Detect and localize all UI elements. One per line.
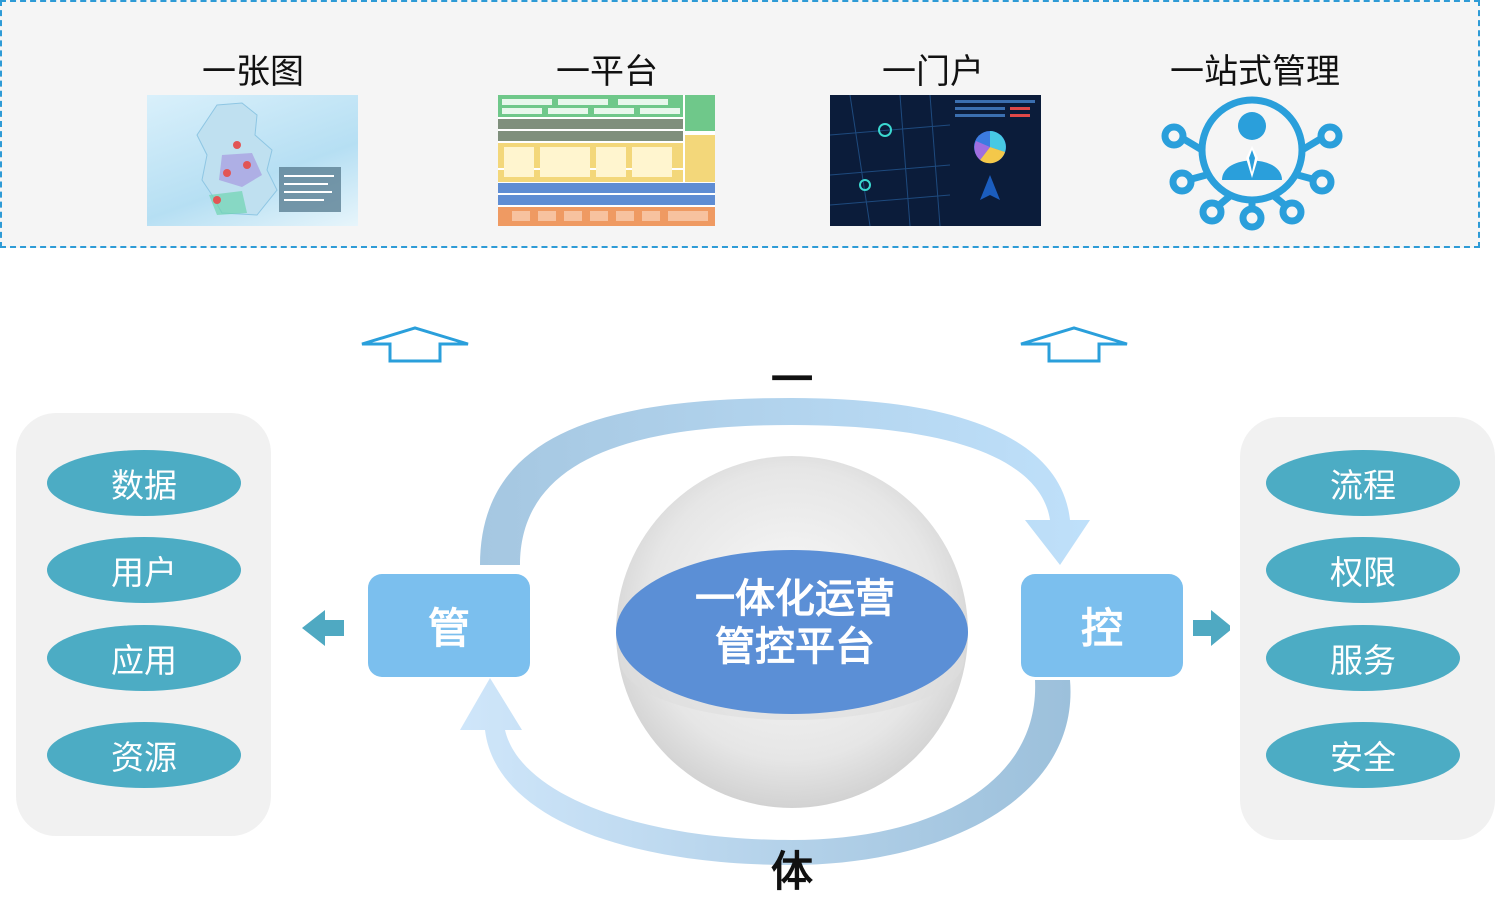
- control-box: 控: [1021, 574, 1183, 677]
- top-label-map: 一张图: [202, 52, 304, 92]
- pill-user: 用户: [47, 537, 241, 603]
- core-ellipse: [616, 550, 968, 714]
- top-label-platform: 一平台: [556, 52, 658, 92]
- manage-box: 管: [368, 574, 530, 677]
- core-title: 一体化运营 管控平台: [640, 575, 950, 671]
- map-thumbnail: [147, 95, 358, 226]
- top-cycle-arrow: [480, 398, 1090, 565]
- map-graphic: [196, 102, 341, 216]
- pill-data: 数据: [47, 450, 241, 516]
- right-up-arrow-icon: [1020, 326, 1128, 363]
- pill-resource: 资源: [47, 722, 241, 788]
- ring-top-label: 一: [771, 355, 814, 404]
- top-label-one-stop: 一站式管理: [1170, 52, 1340, 92]
- left-arrow-icon: [302, 610, 344, 646]
- pill-service: 服务: [1266, 625, 1460, 691]
- pill-permission: 权限: [1266, 537, 1460, 603]
- top-label-portal: 一门户: [882, 52, 984, 92]
- portal-thumbnail: [830, 95, 1041, 226]
- pill-process: 流程: [1266, 450, 1460, 516]
- cycle-diagram: [302, 398, 1230, 865]
- ring-bottom-label: 体: [771, 847, 814, 896]
- core-title-line1: 一体化运营: [695, 576, 895, 622]
- right-arrow-icon: [1193, 610, 1230, 646]
- portal-graphic: [830, 95, 1035, 226]
- platform-graphic: [498, 95, 715, 226]
- core-title-line2: 管控平台: [715, 624, 875, 670]
- platform-thumbnail: [498, 95, 715, 226]
- bottom-cycle-arrow: [460, 678, 1071, 865]
- pill-security: 安全: [1266, 722, 1460, 788]
- left-up-arrow-icon: [361, 326, 469, 363]
- management-user-icon: [1161, 96, 1343, 231]
- pill-application: 应用: [47, 625, 241, 691]
